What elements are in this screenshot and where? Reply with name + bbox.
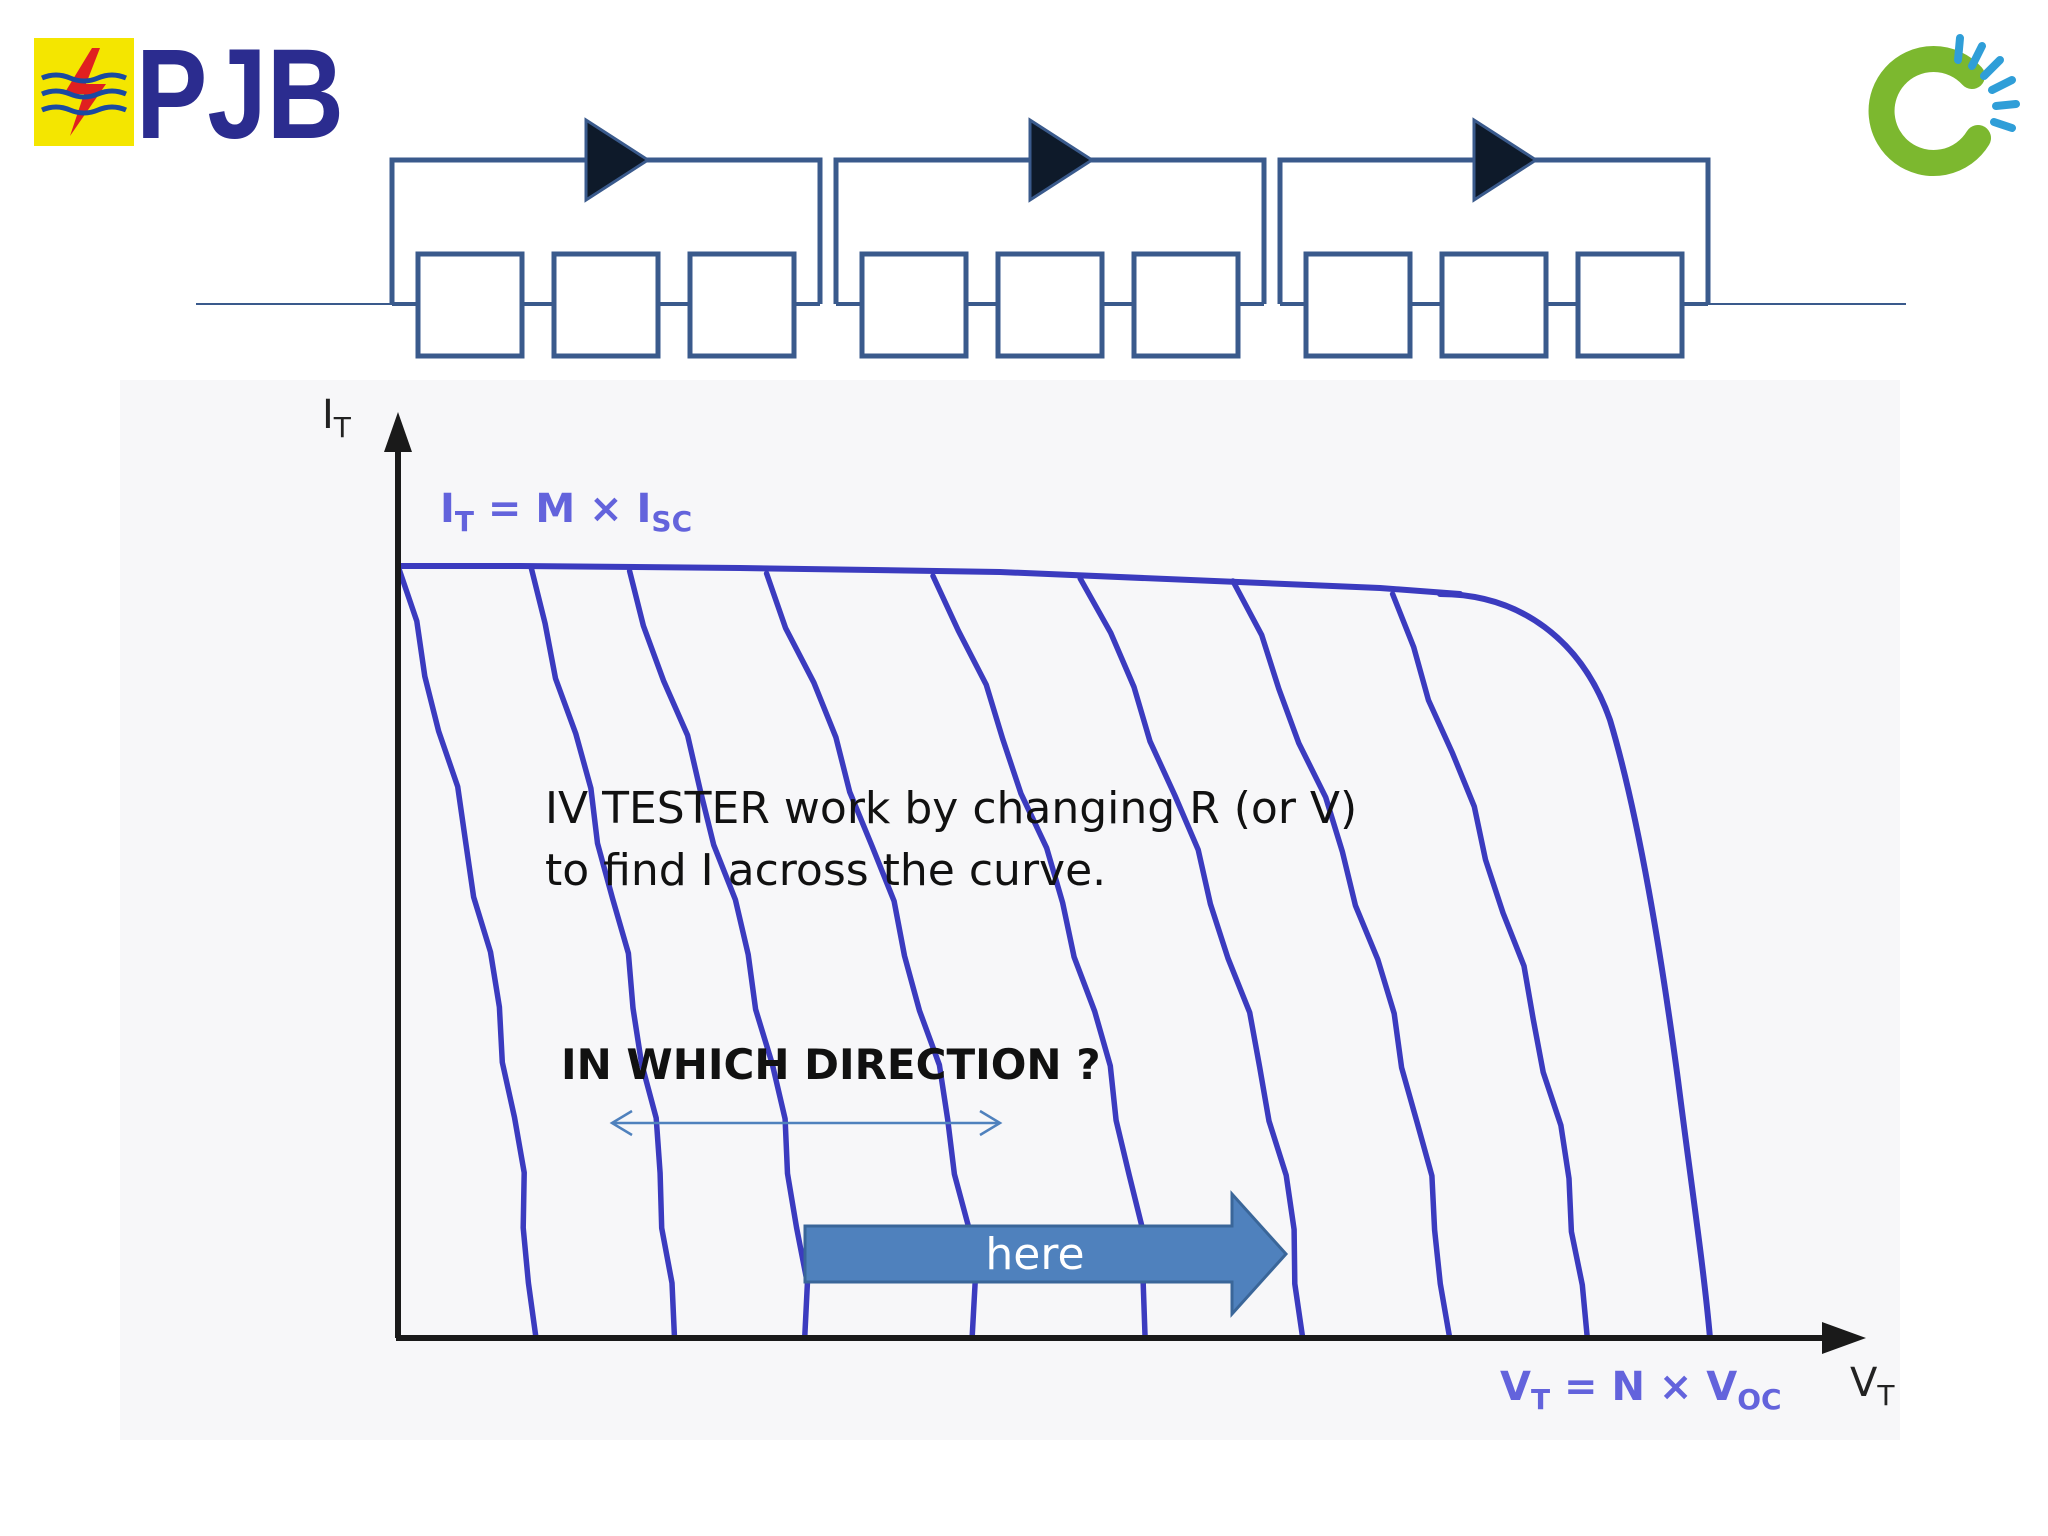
bypass-diode xyxy=(584,117,651,203)
iv-curve xyxy=(1230,578,1453,1341)
voc-equation-label: VT = N × VOC xyxy=(1500,1364,1782,1416)
x-axis-arrowhead xyxy=(1822,1322,1866,1354)
here-block-arrow xyxy=(803,1190,1289,1318)
solar-cell xyxy=(859,251,969,359)
iv-curve xyxy=(763,570,978,1341)
iv-curve xyxy=(395,563,539,1341)
iv-curve xyxy=(1389,591,1591,1341)
pln-lightning-icon xyxy=(41,48,127,136)
circuit xyxy=(196,117,1906,359)
pjb-logo-text: PJB xyxy=(136,34,344,150)
here-arrow-label: here xyxy=(985,1229,1085,1280)
solar-cell xyxy=(1575,251,1685,359)
solar-cell xyxy=(415,251,525,359)
solar-cell xyxy=(995,251,1105,359)
iv-tester-caption: IV TESTER work by changing R (or V) to f… xyxy=(545,778,1357,902)
axes xyxy=(384,412,1866,1354)
module-group xyxy=(1277,117,1711,359)
solar-cell xyxy=(1131,251,1241,359)
caption-line-1: IV TESTER work by changing R (or V) xyxy=(545,783,1358,834)
iv-curve xyxy=(930,573,1148,1341)
y-axis-label: IT xyxy=(322,392,351,444)
module-group xyxy=(389,117,823,359)
isc-plateau xyxy=(395,563,1463,597)
iv-curve xyxy=(626,568,811,1341)
isc-equation-label: IT = M × ISC xyxy=(440,486,693,538)
module-group xyxy=(833,117,1267,359)
green-swirl-logo-icon xyxy=(1868,34,2020,176)
iv-curve xyxy=(528,565,678,1341)
direction-question: IN WHICH DIRECTION ? xyxy=(561,1040,1101,1089)
bypass-diode xyxy=(1028,117,1095,203)
solar-cell xyxy=(551,251,661,359)
pjb-logo: PJB xyxy=(34,34,344,150)
direction-double-arrow xyxy=(609,1109,1003,1137)
solar-cell xyxy=(1439,251,1549,359)
solar-cell xyxy=(687,251,797,359)
bypass-diode xyxy=(1472,117,1539,203)
caption-line-2: to find I across the curve. xyxy=(545,845,1107,896)
iv-curve-family xyxy=(395,563,1713,1341)
x-axis-label: VT xyxy=(1850,1360,1895,1412)
iv-curve-knee xyxy=(1437,591,1713,1341)
iv-curve xyxy=(1077,575,1306,1341)
y-axis-arrowhead xyxy=(384,412,412,452)
solar-cell xyxy=(1303,251,1413,359)
